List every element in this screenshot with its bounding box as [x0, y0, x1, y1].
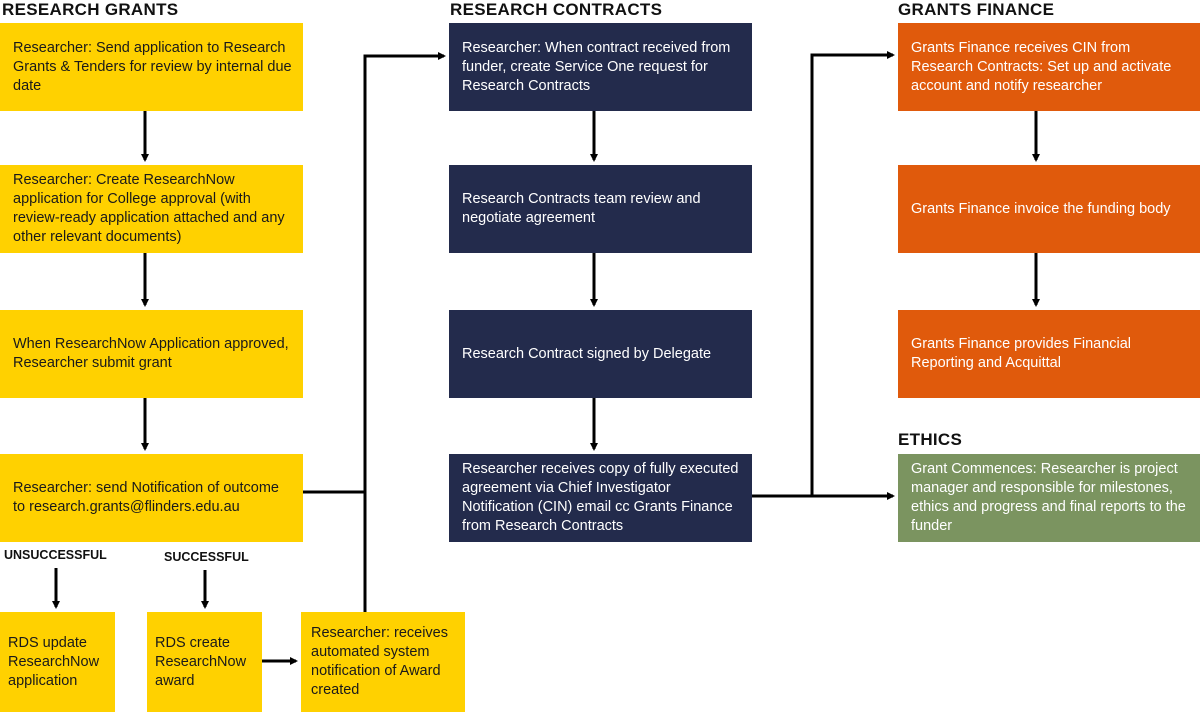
rds-update-researchnow: RDS update ResearchNow application: [0, 612, 115, 712]
contracts-step-review-negotiate-text: Research Contracts team review and negot…: [462, 191, 701, 226]
finance-step-setup-account: Grants Finance receives CIN from Researc…: [898, 23, 1200, 111]
rds-update-researchnow-text: RDS update ResearchNow application: [8, 634, 100, 689]
successful-label: SUCCESSFUL: [164, 550, 249, 564]
grants-step-submit-grant-text: When ResearchNow Application approved, R…: [13, 336, 289, 371]
grants-step-send-application-text: Researcher: Send application to Research…: [13, 39, 292, 94]
finance-step-invoice: Grants Finance invoice the funding body: [898, 165, 1200, 253]
unsuccessful-label: UNSUCCESSFUL: [4, 548, 107, 562]
contracts-step-cin-email-text: Researcher receives copy of fully execut…: [462, 461, 739, 534]
contracts-step-signed-by-delegate-text: Research Contract signed by Delegate: [462, 345, 712, 362]
rds-create-award-text: RDS create ResearchNow award: [155, 634, 247, 689]
grants-step-submit-grant: When ResearchNow Application approved, R…: [0, 310, 303, 398]
grants-step-notify-outcome: Researcher: send Notification of outcome…: [0, 454, 303, 542]
grants-step-notify-outcome-text: Researcher: send Notification of outcome…: [13, 480, 279, 515]
finance-step-setup-account-text: Grants Finance receives CIN from Researc…: [911, 39, 1172, 94]
heading-ethics: ETHICS: [898, 430, 963, 449]
connector-contracts-to-finance: [810, 51, 895, 496]
finance-step-reporting: Grants Finance provides Financial Report…: [898, 310, 1200, 398]
grants-step-create-researchnow-text: Researcher: Create ResearchNow applicati…: [13, 172, 285, 245]
grants-step-create-researchnow: Researcher: Create ResearchNow applicati…: [0, 165, 303, 253]
connector-notice-to-contracts: [363, 52, 446, 612]
contracts-step-signed-by-delegate: Research Contract signed by Delegate: [449, 310, 752, 398]
contracts-step-service-one-text: Researcher: When contract received from …: [462, 39, 731, 94]
grants-step-send-application: Researcher: Send application to Research…: [0, 23, 303, 111]
finance-step-reporting-text: Grants Finance provides Financial Report…: [911, 336, 1132, 371]
heading-research-grants: RESEARCH GRANTS: [2, 0, 179, 19]
contracts-step-service-one: Researcher: When contract received from …: [449, 23, 752, 111]
heading-grants-finance: GRANTS FINANCE: [898, 0, 1055, 19]
finance-step-invoice-text: Grants Finance invoice the funding body: [911, 200, 1171, 217]
award-notification: Researcher: receives automated system no…: [301, 612, 465, 712]
heading-research-contracts: RESEARCH CONTRACTS: [450, 0, 663, 19]
rds-create-award: RDS create ResearchNow award: [147, 612, 262, 712]
contracts-step-review-negotiate: Research Contracts team review and negot…: [449, 165, 752, 253]
ethics-step-grant-commences: Grant Commences: Researcher is project m…: [898, 454, 1200, 542]
ethics-step-grant-commences-text: Grant Commences: Researcher is project m…: [911, 461, 1186, 534]
contracts-step-cin-email: Researcher receives copy of fully execut…: [449, 454, 752, 542]
award-notification-text: Researcher: receives automated system no…: [311, 625, 448, 698]
